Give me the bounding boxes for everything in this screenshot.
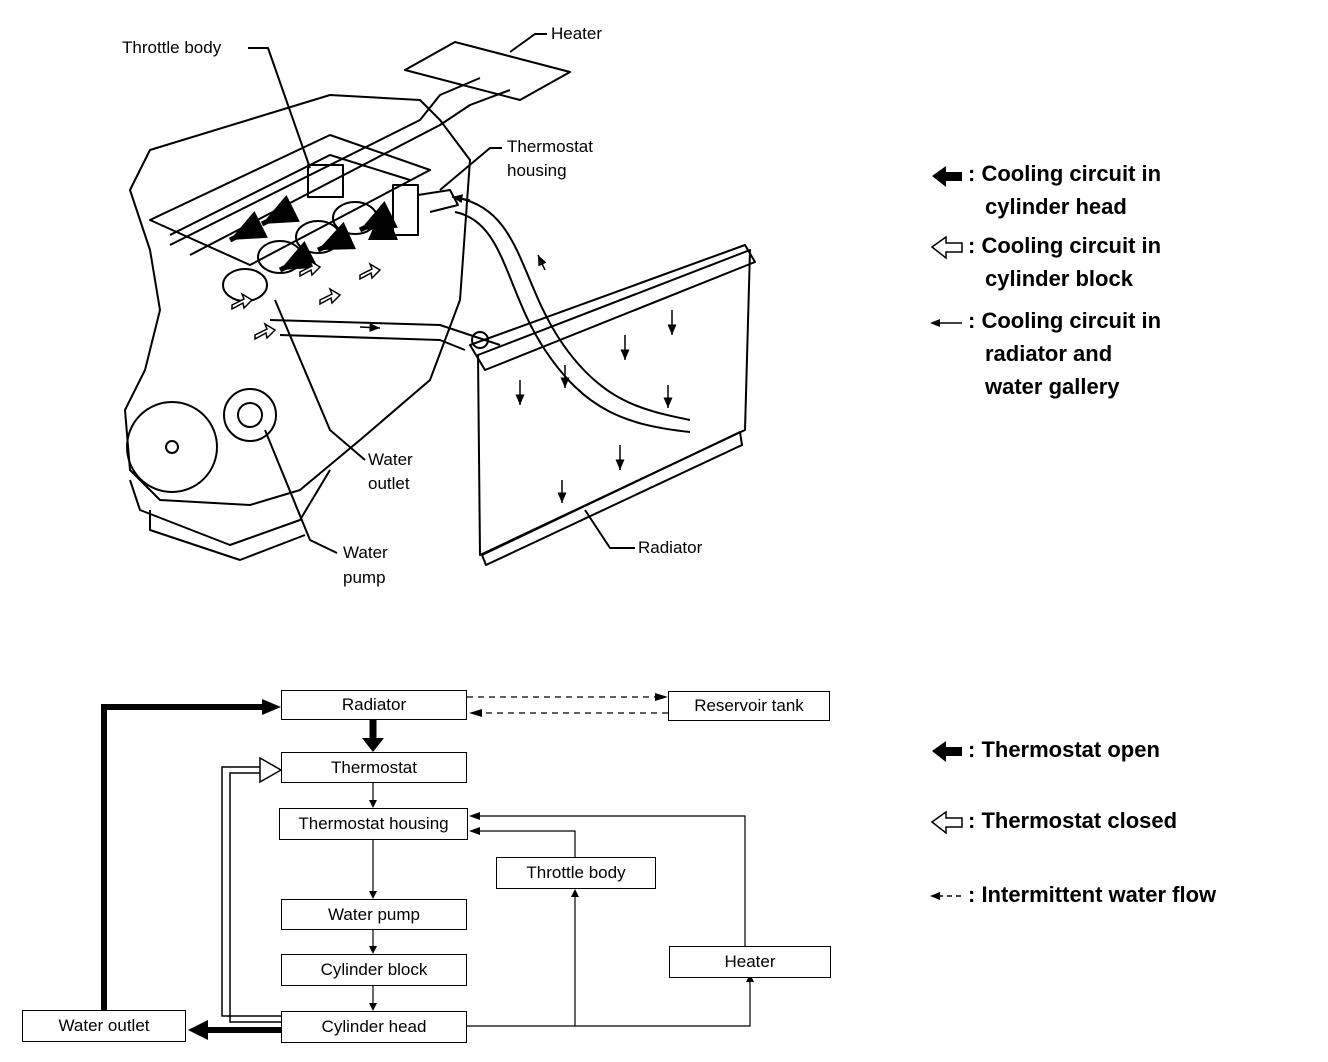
label-radiator: Radiator (638, 538, 703, 557)
label-thermostat-housing-2: housing (507, 161, 567, 180)
heater-core (404, 41, 571, 101)
label-water-outlet-2: outlet (368, 474, 410, 493)
pump-pulley (223, 388, 277, 442)
legend-bottom-1: : Thermostat open (968, 737, 1160, 762)
flow-box-cylinder-block: Cylinder block (281, 954, 467, 986)
flow-box-water-pump: Water pump (281, 899, 467, 930)
flow-box-thermostat: Thermostat (281, 752, 467, 783)
legend-thin-arrow (930, 319, 940, 327)
flow-box-water-outlet: Water outlet (22, 1010, 186, 1042)
flow-box-thermostat-housing: Thermostat housing (279, 808, 468, 840)
legend-top-2-line2: cylinder block (985, 266, 1133, 291)
legend-bottom-2: : Thermostat closed (968, 808, 1178, 833)
label-water-pump-1: Water (343, 543, 388, 562)
label-throttle-body: Throttle body (122, 38, 222, 57)
flow-box-cylinder-head: Cylinder head (281, 1011, 467, 1043)
flow-box-radiator: Radiator (281, 690, 467, 720)
legend-top-3-line3: water gallery (985, 374, 1120, 399)
label-heater: Heater (551, 24, 603, 43)
intake-manifold (149, 134, 431, 266)
legend-hollow-arrow (930, 235, 963, 260)
heater-hose (169, 77, 481, 246)
flow-box-throttle-body: Throttle body (496, 857, 656, 889)
thermostat-housing-part (392, 184, 419, 236)
thick-path-outlet-radiator (101, 704, 262, 1013)
legend-top-1-line1: : Cooling circuit in (968, 161, 1162, 186)
crank-pulley (126, 401, 218, 493)
flow-box-heater: Heater (669, 946, 831, 978)
legend-top-2-line1: : Cooling circuit in (968, 233, 1162, 258)
legend-top-1-line2: cylinder head (985, 194, 1127, 219)
legend-bottom-3: : Intermittent water flow (968, 882, 1217, 907)
throttle-body-part (307, 164, 344, 198)
radiator-core (477, 249, 751, 556)
hollow-path-head-thermostat (221, 766, 281, 1017)
legend-solid-arrow (932, 166, 962, 187)
legend-top-3-line1: : Cooling circuit in (968, 308, 1162, 333)
legend-top-3-line2: radiator and (985, 341, 1113, 366)
engine-block-outline (124, 94, 471, 506)
flow-box-reservoir-tank: Reservoir tank (668, 691, 830, 721)
lower-radiator-hose (269, 319, 501, 346)
label-thermostat-housing-1: Thermostat (507, 137, 593, 156)
oil-pan (129, 469, 331, 546)
label-water-pump-2: pump (343, 568, 386, 587)
label-water-outlet-1: Water (368, 450, 413, 469)
